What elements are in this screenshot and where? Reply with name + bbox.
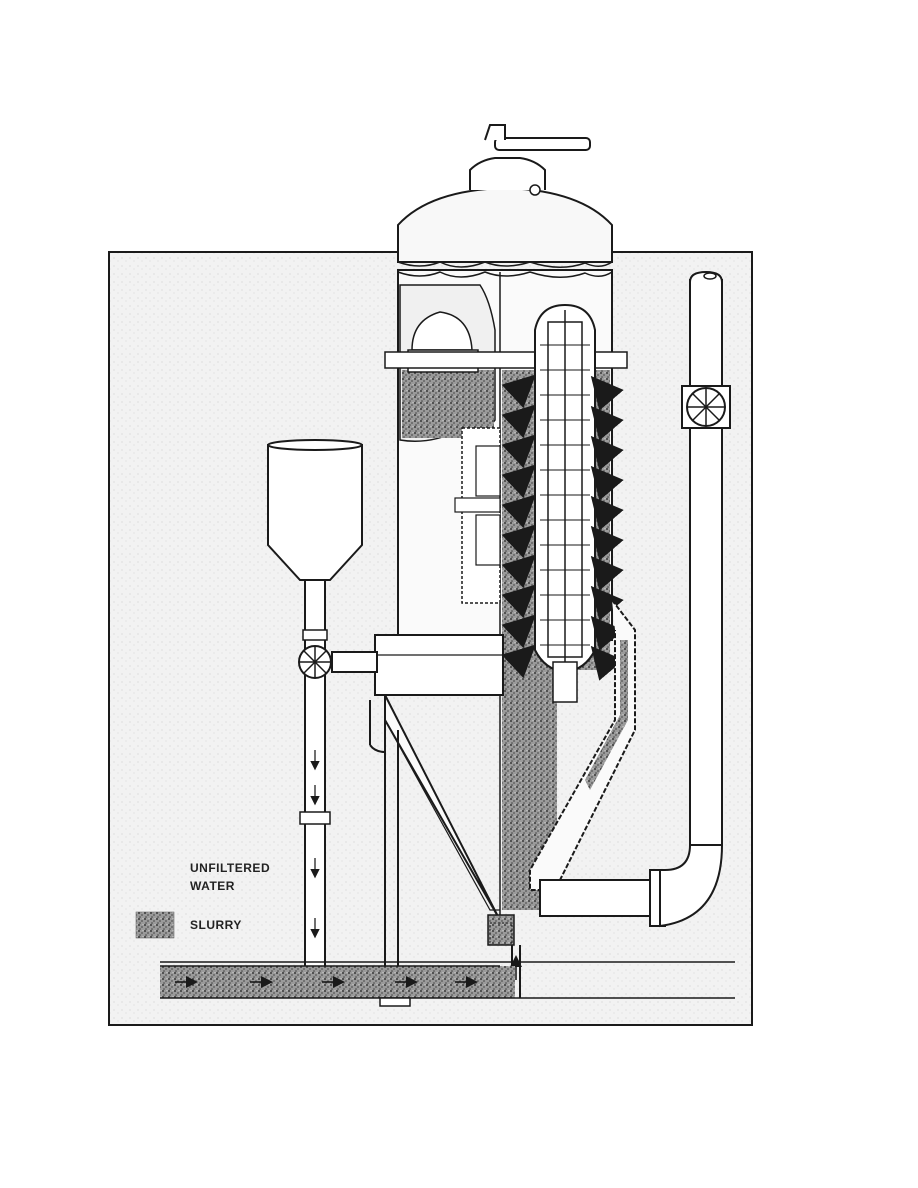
legend-unfiltered-water-label: UNFILTERED <box>190 861 270 875</box>
filter-chamber <box>501 303 624 910</box>
valve-wheel-icon <box>681 385 731 429</box>
flow-arrows-left <box>501 374 536 679</box>
legend: UNFILTERED WATER SLURRY <box>135 861 270 939</box>
valve-wheel-icon <box>298 645 332 679</box>
slurry-cutaway-left <box>402 370 494 438</box>
outlet-pipe <box>539 270 731 928</box>
feed-funnel <box>267 439 378 971</box>
tank-dome <box>397 124 613 268</box>
filter-discs <box>540 344 590 646</box>
bottom-header-pipe <box>160 961 735 1007</box>
legend-slurry-label: SLURRY <box>190 918 242 932</box>
legend-slurry-swatch <box>135 911 175 939</box>
flow-arrows-right <box>590 375 624 681</box>
legend-unfiltered-water-label-line2: WATER <box>190 879 235 893</box>
